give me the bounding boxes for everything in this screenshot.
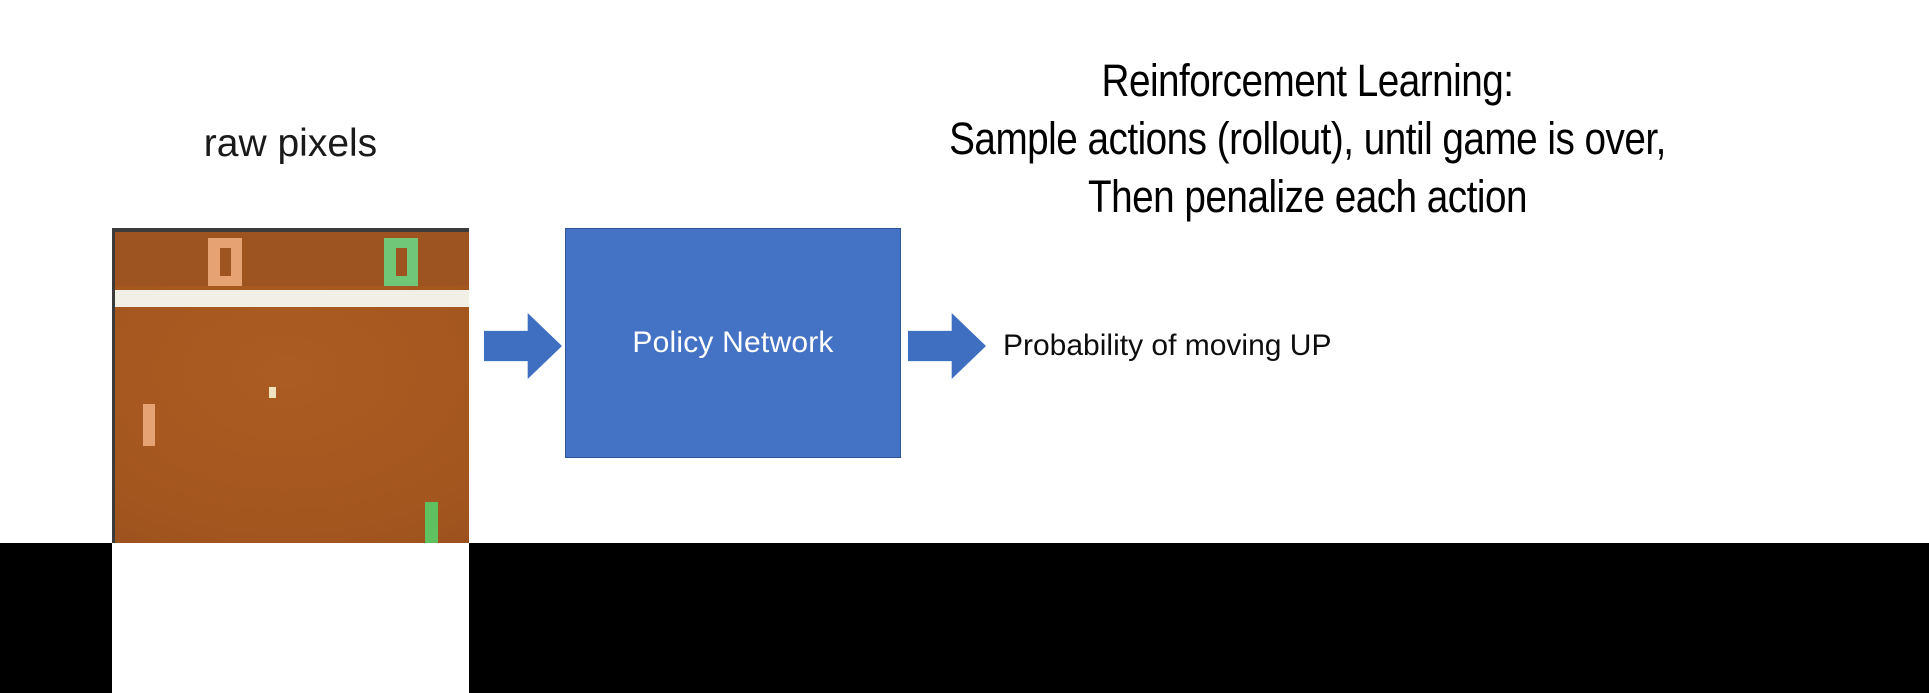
pong-top-divider xyxy=(115,290,469,307)
score-digit-right xyxy=(384,238,418,286)
score-digit-left-counter xyxy=(219,248,231,276)
headline-line-1: Reinforcement Learning: xyxy=(1101,55,1514,106)
pong-frame xyxy=(112,228,469,543)
arrow-right-icon-input xyxy=(484,313,562,379)
pong-screenshot xyxy=(112,186,469,543)
output-probability-label: Probability of moving UP xyxy=(1003,329,1332,362)
policy-network-label: Policy Network xyxy=(632,326,834,359)
letterbox-bar-right xyxy=(469,543,1929,693)
pong-ball xyxy=(269,387,276,398)
pong-frame-lower-fill xyxy=(112,566,469,693)
policy-network-box: Policy Network xyxy=(565,228,901,458)
letterbox-bar-left xyxy=(0,543,112,693)
pong-paddle-right xyxy=(425,502,438,543)
headline-line-3: Then penalize each action xyxy=(1088,171,1527,222)
score-digit-left xyxy=(208,238,242,286)
raw-pixels-caption: raw pixels xyxy=(203,122,378,165)
headline-line-2: Sample actions (rollout), until game is … xyxy=(949,113,1666,164)
arrow-right-icon-output xyxy=(908,313,986,379)
pong-paddle-left xyxy=(143,404,155,446)
score-digit-right-counter xyxy=(395,248,407,276)
headline-block: Reinforcement Learning: Sample actions (… xyxy=(773,52,1842,226)
